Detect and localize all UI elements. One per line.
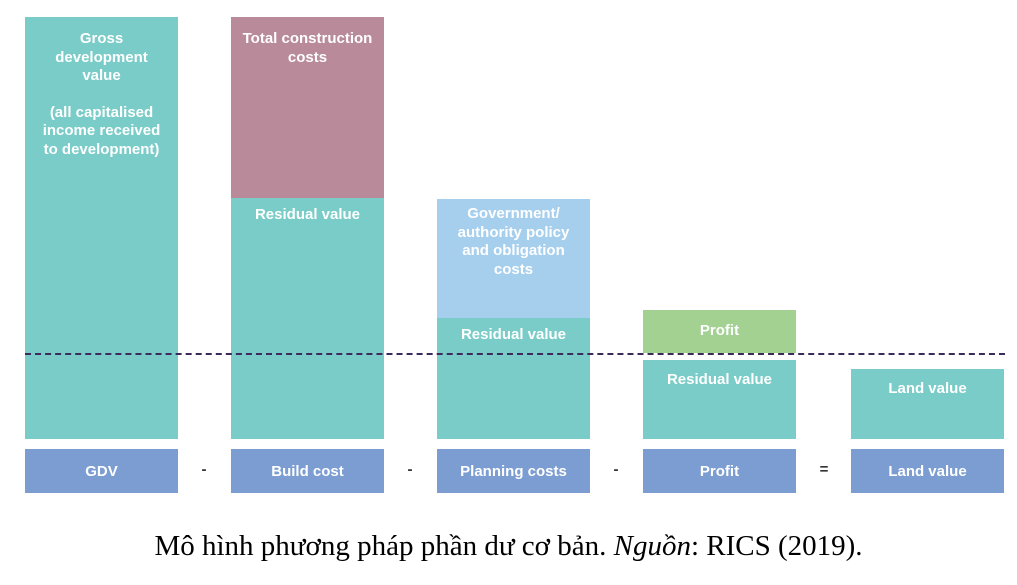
caption-main: Mô hình phương pháp phần dư cơ bản.: [154, 530, 614, 562]
land-value-block: Land value: [851, 369, 1004, 439]
land-value-label: Land value: [888, 380, 967, 397]
profit-residual-block: Residual value: [643, 360, 796, 439]
minus-operator-3: -: [613, 461, 619, 478]
gdv-note-line1: (all capitalised: [49, 103, 154, 121]
policy-costs-line4: costs: [493, 260, 534, 278]
construction-costs-line1: Total construction: [242, 30, 373, 47]
build-residual-block: Residual value: [231, 198, 384, 439]
gdv-note-line2: income received: [42, 122, 161, 139]
footer-gdv: GDV: [25, 449, 178, 493]
policy-costs-line2: authority policy: [457, 223, 570, 241]
footer-planning-costs: Planning costs: [437, 449, 590, 493]
policy-costs-line1: Government/: [467, 205, 560, 222]
footer-build-cost: Build cost: [231, 449, 384, 493]
footer-profit: Profit: [643, 449, 796, 493]
planning-residual-block: Residual value: [437, 318, 590, 439]
policy-costs-block: Government/ authority policy and obligat…: [437, 199, 590, 318]
caption-source-rest: : RICS (2019).: [690, 530, 863, 562]
dashed-reference-line: [25, 353, 1005, 355]
figure-caption: Mô hình phương pháp phần dư cơ bản. Nguồ…: [0, 530, 1017, 563]
planning-residual-label: Residual value: [460, 326, 567, 343]
gdv-block: Gross development value (all capitalised…: [25, 17, 178, 439]
profit-residual-label: Residual value: [666, 371, 773, 388]
profit-block: Profit: [643, 310, 796, 353]
minus-operator-2: -: [407, 461, 413, 478]
construction-costs-line2: costs: [287, 48, 328, 66]
footer-land-value: Land value: [851, 449, 1004, 493]
build-residual-label: Residual value: [254, 206, 361, 223]
construction-costs-block: Total construction costs: [231, 17, 384, 198]
policy-costs-line3: and obligation: [462, 242, 565, 259]
gdv-label-line2: development: [55, 48, 148, 66]
profit-label: Profit: [699, 322, 740, 339]
gdv-label-line3: value: [82, 67, 121, 84]
gdv-label-line1: Gross: [79, 30, 124, 47]
minus-operator-1: -: [201, 461, 207, 478]
caption-source-label: Nguồn: [613, 530, 691, 562]
gdv-note-line3: to development): [43, 140, 160, 158]
equals-operator: =: [819, 461, 829, 478]
